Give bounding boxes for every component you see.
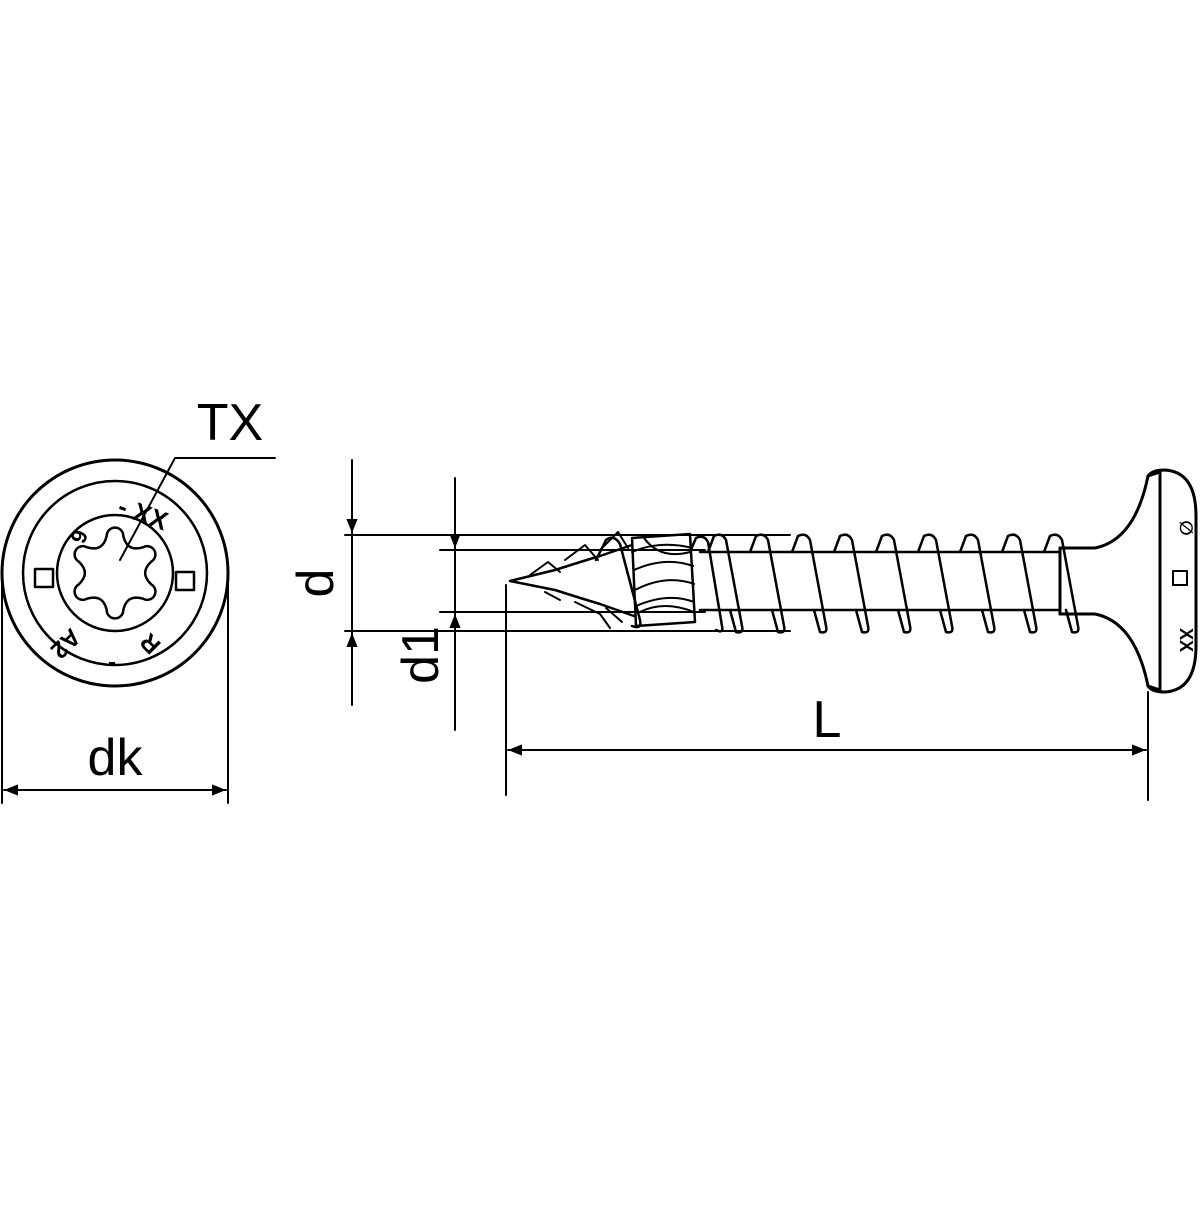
- thread-crest: [1042, 533, 1080, 634]
- thread-crest: [748, 533, 786, 634]
- torx-drive-icon: [73, 526, 157, 620]
- head-side-mark-top: ∅: [1176, 520, 1196, 535]
- head-marking-bottom-right: -: [108, 651, 116, 678]
- head-side-mark-bottom: XX: [1176, 628, 1196, 652]
- tip-thread: [529, 531, 629, 629]
- thread-crest: [916, 533, 954, 634]
- thread-crest: [958, 533, 996, 634]
- screw-head-top-view: - XX R - A2 6 TX dk: [0, 394, 276, 804]
- thread-crest: [832, 533, 870, 634]
- thread-crest: [706, 533, 744, 634]
- thread-crest: [1000, 533, 1038, 634]
- head-marking-top: - XX: [114, 491, 172, 537]
- label-d1: d1: [392, 626, 450, 684]
- tx-leader-line: [119, 457, 276, 561]
- screw-head-underside: [1058, 470, 1162, 692]
- head-marking-left: 6: [65, 527, 93, 547]
- label-d: d: [287, 569, 345, 598]
- label-l: L: [813, 691, 842, 749]
- screw-tip: [508, 543, 636, 618]
- head-side-square-icon: [1172, 570, 1188, 586]
- drive-recess-circle: [55, 513, 175, 633]
- label-tx: TX: [197, 394, 263, 452]
- label-dk: dk: [88, 729, 144, 787]
- square-symbol-icon-left: [33, 567, 55, 589]
- thread-crest: [790, 533, 828, 634]
- screw-side-view: ∅ XX d d1 L: [287, 459, 1198, 801]
- head-marking-right: R: [135, 628, 166, 659]
- head-inner-circle: [21, 479, 209, 667]
- thread-crest: [874, 533, 912, 634]
- screw-head-profile: [1146, 468, 1198, 694]
- square-symbol-icon-right: [174, 570, 196, 592]
